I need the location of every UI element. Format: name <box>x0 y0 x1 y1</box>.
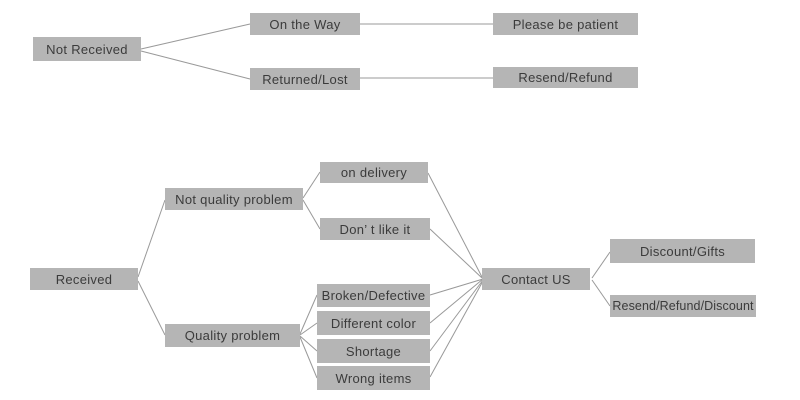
edge-on-delivery-contact-us <box>427 172 483 278</box>
edge-quality-problem-broken-defective <box>299 294 318 335</box>
edge-broken-defective-contact-us <box>429 278 484 296</box>
node-not-quality-problem: Not quality problem <box>165 188 303 210</box>
edge-shortage-contact-us <box>429 279 484 352</box>
node-returned-lost: Returned/Lost <box>250 68 360 90</box>
edge-not-received-returned-lost <box>140 50 251 80</box>
edge-not-received-on-the-way <box>140 23 251 50</box>
edge-not-quality-problem-dont-like-it <box>302 199 321 230</box>
edge-received-quality-problem <box>137 280 166 336</box>
node-resend-refund-discount: Resend/Refund/Discount <box>610 295 756 317</box>
node-not-received: Not Received <box>33 37 141 61</box>
node-on-the-way: On the Way <box>250 13 360 35</box>
node-quality-problem: Quality problem <box>165 324 300 347</box>
node-contact-us: Contact US <box>482 268 590 290</box>
edge-not-quality-problem-on-delivery <box>302 171 321 199</box>
node-please-be-patient: Please be patient <box>493 13 638 35</box>
edge-contact-us-resend-refund-discount <box>591 279 611 307</box>
edge-wrong-items-contact-us <box>429 280 484 378</box>
edge-received-not-quality-problem <box>137 199 166 278</box>
node-different-color: Different color <box>317 311 430 335</box>
node-discount-gifts: Discount/Gifts <box>610 239 755 263</box>
node-resend-refund: Resend/Refund <box>493 67 638 88</box>
node-received: Received <box>30 268 138 290</box>
edge-dont-like-it-contact-us <box>429 228 483 279</box>
node-wrong-items: Wrong items <box>317 366 430 390</box>
edge-quality-problem-wrong-items <box>299 336 318 379</box>
edge-contact-us-discount-gifts <box>591 251 611 279</box>
node-shortage: Shortage <box>317 339 430 363</box>
edge-quality-problem-different-color <box>299 322 318 336</box>
edge-quality-problem-shortage <box>299 335 318 352</box>
node-broken-defective: Broken/Defective <box>317 284 430 307</box>
node-dont-like-it: Don’ t like it <box>320 218 430 240</box>
edge-different-color-contact-us <box>429 278 484 324</box>
node-on-delivery: on delivery <box>320 162 428 183</box>
